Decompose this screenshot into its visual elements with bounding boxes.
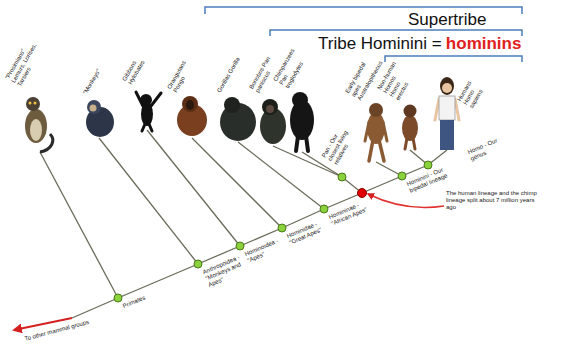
clade-label: Anthropoidea - "Monkeys and Apes" — [201, 253, 250, 289]
node-dot — [114, 161, 432, 302]
clade-label: Pan - Our closest living relatives — [320, 118, 360, 166]
clade-label: Hominoidea - "Apes" — [243, 235, 289, 265]
human-figure — [435, 77, 459, 150]
rank-heading-row: Tribe Hominini =hominins — [318, 35, 521, 52]
clade-label: Hominidae - "Great Apes" — [285, 217, 331, 247]
callout-arrow — [368, 194, 444, 208]
taxon-label: Humans Homo sapiens — [456, 66, 493, 109]
callout-note: The human lineage and the chimp lineage … — [446, 190, 546, 211]
tree-branch — [40, 130, 447, 318]
rank-bracket — [205, 7, 522, 62]
clade-label: Homininae - "African Apes" — [327, 198, 373, 228]
australopithecus-figure — [365, 103, 387, 161]
clade-label: Homo - Our genus — [466, 132, 514, 163]
lemur-figure — [25, 97, 53, 152]
taxon-label: "Prosimians" Lemurs, Lorises, Tarsiers — [4, 30, 49, 88]
outgroup-label: To other mammal groups — [24, 319, 90, 343]
monkey-figure — [86, 100, 114, 137]
split-dot — [358, 189, 367, 198]
highlight-term: hominins — [446, 34, 522, 53]
bonobo-figure — [260, 99, 286, 144]
taxon-label: Early bipedal apes Australopithecus — [344, 58, 381, 101]
taxon-label: Non-human Homos Homo erectus — [376, 57, 418, 102]
orangutan-figure — [177, 96, 207, 136]
rank-heading: Supertribe — [408, 11, 486, 28]
gorilla-figure — [220, 97, 256, 141]
clade-label: Hominini - Our bipedal lineage — [405, 165, 451, 195]
clade-label: Primates — [121, 294, 147, 310]
homo-erectus-figure — [402, 105, 418, 150]
taxon-label: Gibbons Hylobates — [121, 40, 155, 86]
chimpanzee-figure — [290, 92, 314, 151]
gibbon-figure — [136, 92, 161, 131]
taxon-label: Orangutans Pongo — [166, 48, 200, 94]
taxon-label: "Monkeys" — [82, 68, 102, 96]
taxon-label: Gorillas Gorilla — [216, 56, 242, 94]
rank-heading: Tribe Hominini = — [318, 34, 442, 53]
taxon-label: Chimpanzees Pan troglodytes — [272, 45, 310, 90]
